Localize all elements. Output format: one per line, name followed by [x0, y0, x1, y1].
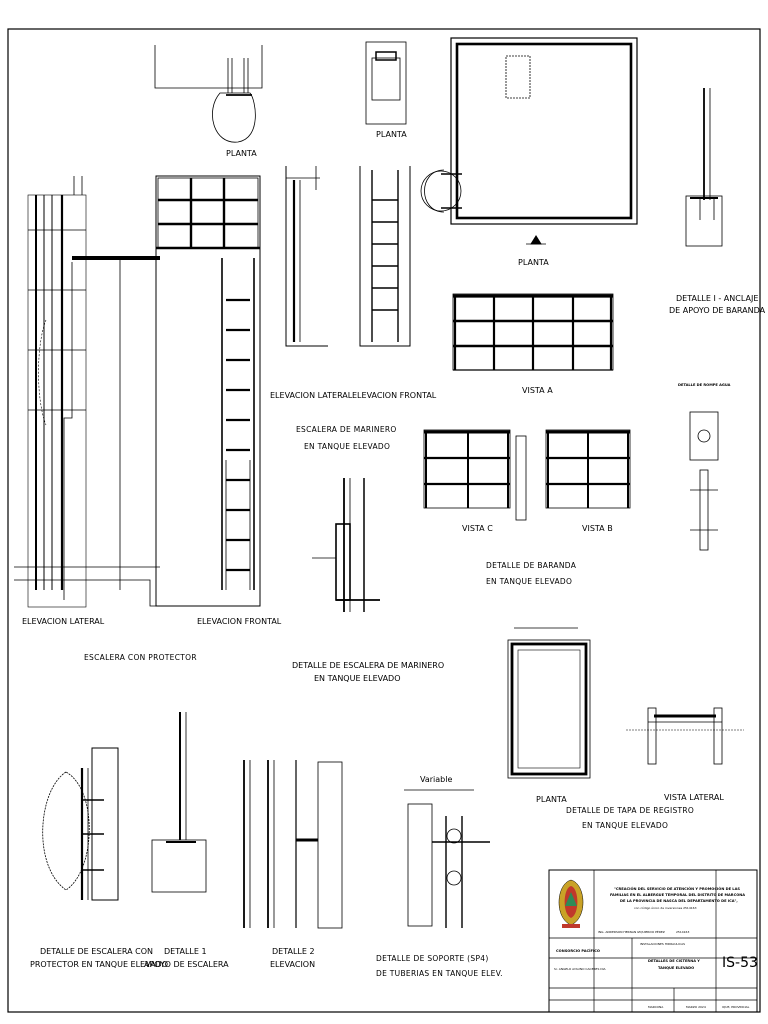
marinero-title-2: EN TANQUE ELEVADO: [304, 442, 390, 451]
detalle-marinero-view: [312, 478, 380, 612]
project-line-2: FAMILIAS EN EL ALBERGUE TEMPORAL DEL DIS…: [610, 893, 745, 897]
title-block: [548, 869, 758, 1013]
vista-b-view: [545, 429, 631, 509]
rompe-agua-title: DETALLE DE ROMPE AGUA: [678, 383, 731, 387]
planta-registro-view: [365, 41, 407, 125]
elevacion-lateral-label-1: ELEVACION LATERAL: [22, 617, 105, 626]
detalle-2-title-1: DETALLE 2: [272, 947, 315, 956]
planta-tanque-view: [420, 37, 638, 245]
detalle-protector-view: [42, 747, 119, 901]
detalle-marinero-title-1: DETALLE DE ESCALERA DE MARINERO: [292, 661, 444, 670]
consorcio-name: CONSORCIO PACÍFICO: [556, 948, 600, 953]
variable-label: Variable: [420, 775, 452, 784]
planta-escalera-view: [154, 45, 263, 143]
marinero-elevacion-lateral: [285, 166, 328, 347]
marinero-lateral-label: ELEVACION LATERAL: [270, 391, 353, 400]
project-line-3: DE LA PROVINCIA DE NASCA DEL DEPARTAMENT…: [620, 899, 738, 903]
engineer-name: ING. ANDERSON HERNAN IZQUIERDO PÉREZ: [598, 929, 665, 934]
detalle-anclaje-view: [685, 88, 723, 247]
detalle-protector-title-2: PROTECTOR EN TANQUE ELEVADO: [30, 960, 168, 969]
elevacion-frontal-protector: [155, 175, 261, 607]
detalle-anclaje-title-2: DE APOYO DE BARANDA: [669, 306, 766, 315]
detalle-protector-title-1: DETALLE DE ESCALERA CON: [40, 947, 153, 956]
tapa-title-1: DETALLE DE TAPA DE REGISTRO: [566, 806, 694, 815]
detalle-2-view: [243, 760, 343, 929]
rompe-agua-view: [689, 411, 719, 551]
sheet-title-1: DETALLES DE CISTERNA Y: [648, 959, 700, 963]
planta-label-1: PLANTA: [226, 149, 257, 158]
vista-a-label: VISTA A: [522, 386, 553, 395]
planta-label-3: PLANTA: [518, 258, 549, 267]
representative-name: Sr. ANGELO AYAUNO CACERES DIA: [554, 967, 607, 971]
sheet-title-2: TANQUE ELEVADO: [658, 966, 694, 970]
tapa-lateral-label: VISTA LATERAL: [664, 793, 724, 802]
detalle-1-title-1: DETALLE 1: [164, 947, 207, 956]
detalle-2-title-2: ELEVACION: [270, 960, 315, 969]
tapa-registro-planta: [507, 627, 591, 779]
drawing-by-value: IQUE, PROVINCIAL: [722, 1005, 750, 1009]
soporte-title-1: DETALLE DE SOPORTE (SP4): [376, 954, 489, 963]
detalle-marinero-title-2: EN TANQUE ELEVADO: [314, 674, 401, 683]
tapa-title-2: EN TANQUE ELEVADO: [582, 821, 668, 830]
date-value: MARZO 2024: [686, 1005, 706, 1009]
planta-label-4: PLANTA: [536, 795, 567, 804]
marinero-frontal-label: ELEVACION FRONTAL: [352, 391, 437, 400]
detalle-soporte-view: [404, 789, 490, 928]
location-value: MARCONA: [648, 1005, 664, 1009]
baranda-title-1: DETALLE DE BARANDA: [486, 561, 577, 570]
project-line-4: con código único de inversiones 2514163: [634, 906, 697, 910]
planta-label-2: PLANTA: [376, 130, 407, 139]
soporte-title-2: DE TUBERIAS EN TANQUE ELEV.: [376, 969, 503, 978]
title-block-logo: [558, 879, 584, 928]
vista-c-label: VISTA C: [462, 524, 493, 533]
sheet-border: [7, 28, 761, 1013]
elevacion-frontal-label-1: ELEVACION FRONTAL: [197, 617, 282, 626]
detalle-1-title-2: APOYO DE ESCALERA: [144, 960, 229, 969]
frontal-protector-rungs: [226, 298, 250, 572]
marinero-elevacion-frontal: [359, 166, 411, 347]
project-line-1: "CREACIÓN DEL SERVICIO DE ATENCIÓN Y PRO…: [614, 886, 740, 891]
baranda-title-2: EN TANQUE ELEVADO: [486, 577, 572, 586]
marinero-title-1: ESCALERA DE MARINERO: [296, 425, 397, 434]
tapa-registro-lateral: [626, 707, 744, 765]
elevacion-lateral-protector: [14, 176, 160, 608]
detalle-anclaje-title-1: DETALLE I - ANCLAJE: [676, 294, 758, 303]
vista-b-label: VISTA B: [582, 524, 613, 533]
instalaciones-label: INSTALACIONES HIDRAULICAS: [640, 942, 685, 946]
vista-c-view: [423, 429, 527, 521]
sheet-number: IS-53: [722, 955, 758, 971]
vista-a-view: [452, 293, 614, 371]
escalera-protector-title: ESCALERA CON PROTECTOR: [84, 653, 197, 662]
project-code: 2514163: [676, 930, 689, 934]
detalle-1-view: [151, 712, 207, 893]
